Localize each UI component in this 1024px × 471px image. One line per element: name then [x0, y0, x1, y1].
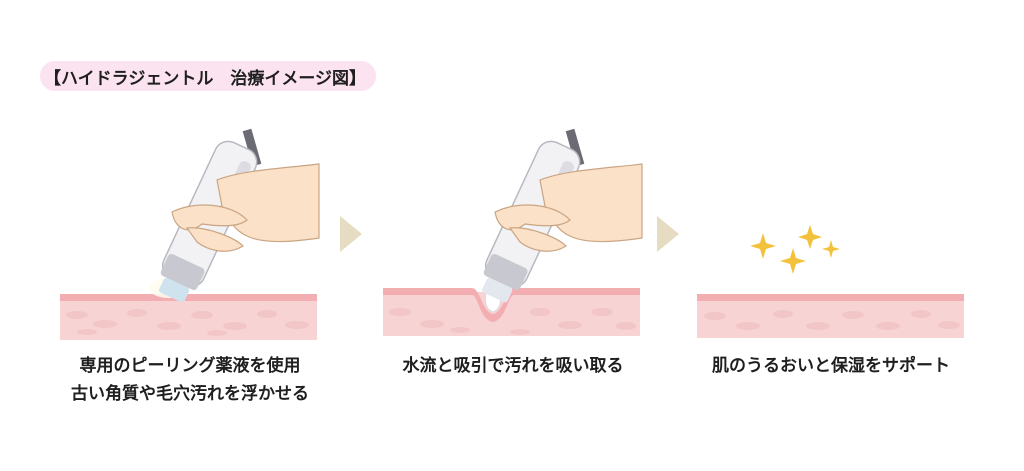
sparkle-icons — [750, 225, 840, 274]
caption-line: 水流と吸引で汚れを吸い取る — [402, 356, 624, 376]
sparkle-icon — [780, 248, 806, 274]
skin-layer — [60, 294, 317, 340]
step-2-illustration — [380, 120, 660, 350]
chevron-right-triangle-icon — [340, 216, 362, 252]
caption-line: 専用のピーリング薬液を使用 — [79, 356, 301, 376]
diagram-title: 【ハイドラジェントル 治療イメージ図】 — [40, 61, 376, 91]
step-1-illustration — [57, 120, 337, 350]
skin-layer — [383, 288, 640, 336]
sparkle-icon — [750, 233, 776, 259]
step-1-caption: 専用のピーリング薬液を使用 古い角質や毛穴汚れを浮かせる — [40, 352, 340, 408]
skin-layer — [697, 294, 964, 338]
sparkle-skin-icon — [697, 225, 964, 338]
caption-line: 肌のうるおいと保湿をサポート — [712, 356, 950, 376]
step-3-illustration — [693, 120, 973, 350]
step-3-caption: 肌のうるおいと保湿をサポート — [676, 352, 986, 380]
hand — [216, 163, 320, 243]
hand — [539, 163, 643, 243]
hand-holding-hydra-device-icon — [60, 128, 320, 340]
step-2-caption: 水流と吸引で汚れを吸い取る — [363, 352, 663, 380]
sparkle-icon — [822, 240, 840, 258]
hand-holding-hydra-device-suction-icon — [383, 128, 643, 336]
caption-line: 古い角質や毛穴汚れを浮かせる — [71, 384, 309, 404]
sparkle-icon — [798, 225, 822, 249]
chevron-right-triangle-icon — [657, 216, 679, 252]
